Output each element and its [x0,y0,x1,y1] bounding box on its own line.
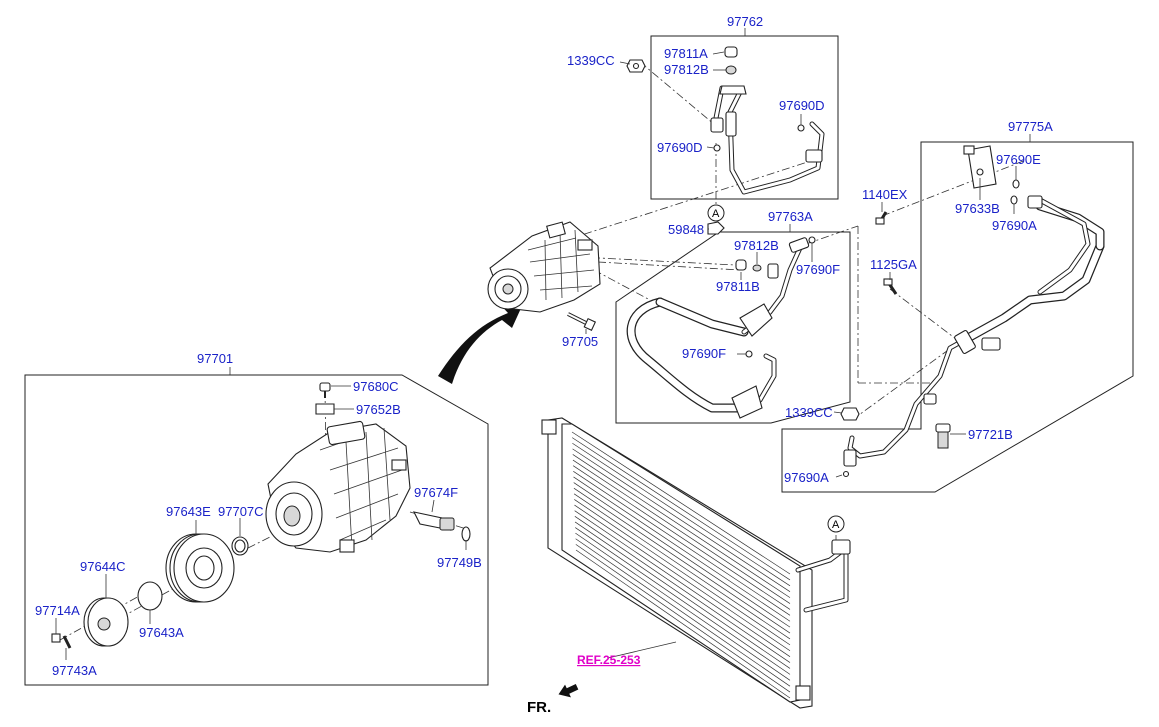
bolt-97680c-icon [319,382,331,398]
frame-97762 [650,35,839,200]
condenser-fin [575,527,791,675]
condenser-fin [572,442,791,587]
label-97674f: 97674F [414,485,458,500]
label-97690f-left: 97690F [682,346,726,361]
condenser-fin [575,532,791,681]
condenser-fin [571,431,791,575]
label-1339cc-top: 1339CC [567,53,615,68]
condenser-fin [573,471,791,616]
oring-97812b-mid-icon [752,264,762,272]
label-97690a-top: 97690A [992,218,1037,233]
bolt-97714a-icon [51,633,61,643]
condenser-fin [573,487,791,634]
label-1140ex: 1140EX [862,187,908,202]
label-97714a: 97714A [35,603,80,618]
label-97811b: 97811B [716,279,760,294]
label-1125ga: 1125GA [870,257,917,272]
label-97643e: 97643E [166,504,211,519]
hose-97763a-icon [626,236,816,419]
pipe-97762-icon [710,85,825,195]
label-97811a: 97811A [664,46,708,61]
label-97680c: 97680C [353,379,399,394]
condenser-fin [573,493,791,640]
pressure-switch-97721b-icon [935,423,951,449]
bearing-97707c-icon [231,536,249,556]
shim-97743a-icon [62,635,72,649]
label-97775a: 97775A [1008,119,1053,134]
label-97763a: 97763A [768,209,813,224]
condenser-fin [573,482,791,628]
bolt-1125ga-icon [883,278,898,295]
svg-text:A: A [832,519,840,531]
bracket-97652b-icon [315,403,335,415]
condenser-fin [574,515,791,663]
label-97721b: 97721B [968,427,1013,442]
bolt-97705-icon [567,312,597,331]
label-97812b-mid: 97812B [734,238,779,253]
label-97690d-left: 97690D [657,140,703,155]
pulley-97643e-icon [165,533,235,603]
condenser-fin [572,448,791,593]
label-97707c: 97707C [218,504,264,519]
condenser-fin [575,538,791,687]
reference-link[interactable]: REF.25-253 [577,653,641,667]
label-97762: 97762 [727,14,763,29]
label-97690d-right: 97690D [779,98,825,113]
nut-97811b-icon [735,259,747,271]
compressor-body-icon [265,420,411,553]
condenser-fin [572,454,791,598]
oring-97812b-top-icon [725,65,737,75]
front-direction-label: FR. [527,699,551,716]
condenser-fin [571,437,791,581]
label-97633b: 97633B [955,201,1000,216]
condenser-fin [574,499,791,646]
label-97749b: 97749B [437,555,482,570]
condenser-fin [574,521,791,669]
condenser-fin [574,504,791,652]
oring-97749b-icon [461,526,471,542]
marker-a-top: A [707,204,725,222]
condenser-fin [574,510,791,657]
label-97701: 97701 [197,351,233,366]
condenser-fin [575,544,791,693]
condenser-icon [541,417,851,709]
front-direction-arrow: FR. [527,684,579,716]
label-97812b-top: 97812B [664,62,709,77]
expansion-valve-97633b-icon [963,145,997,189]
bolt-1140ex-icon [875,211,888,225]
condenser-fin [572,465,791,610]
label-leaders [55,28,1031,660]
label-1339cc-mid: 1339CC [785,405,833,420]
label-97743a: 97743A [52,663,97,678]
detail-arrow [438,300,522,384]
frame-97701 [24,374,489,686]
condenser-fin [575,549,791,699]
part-labels: 97762 1339CC 97811A 97812B 97690D 97690D… [35,14,1053,678]
clutch-hub-97644c-icon [83,597,129,647]
label-97643a: 97643A [139,625,184,640]
label-59848: 59848 [668,222,704,237]
label-97690a-bot: 97690A [784,470,829,485]
compressor-small-icon [487,221,601,313]
svg-text:A: A [712,208,720,220]
label-97690f-right: 97690F [796,262,840,277]
pipe-97775a-icon [843,195,1105,467]
label-97644c: 97644C [80,559,126,574]
snap-ring-97643a-icon [137,581,163,611]
nut-97811a-icon [724,46,738,58]
valve-97674f-icon [412,511,455,531]
label-97690e: 97690E [996,152,1041,167]
label-97705: 97705 [562,334,598,349]
nut-1339cc-top-icon [626,59,646,73]
nut-59848-icon [707,221,725,235]
marker-a-bottom: A [827,515,845,533]
label-97652b: 97652B [356,402,401,417]
nut-1339cc-mid-icon [840,407,860,421]
condenser-fin [573,476,791,622]
frame-97775a [781,141,1134,493]
condenser-fin [572,459,791,604]
